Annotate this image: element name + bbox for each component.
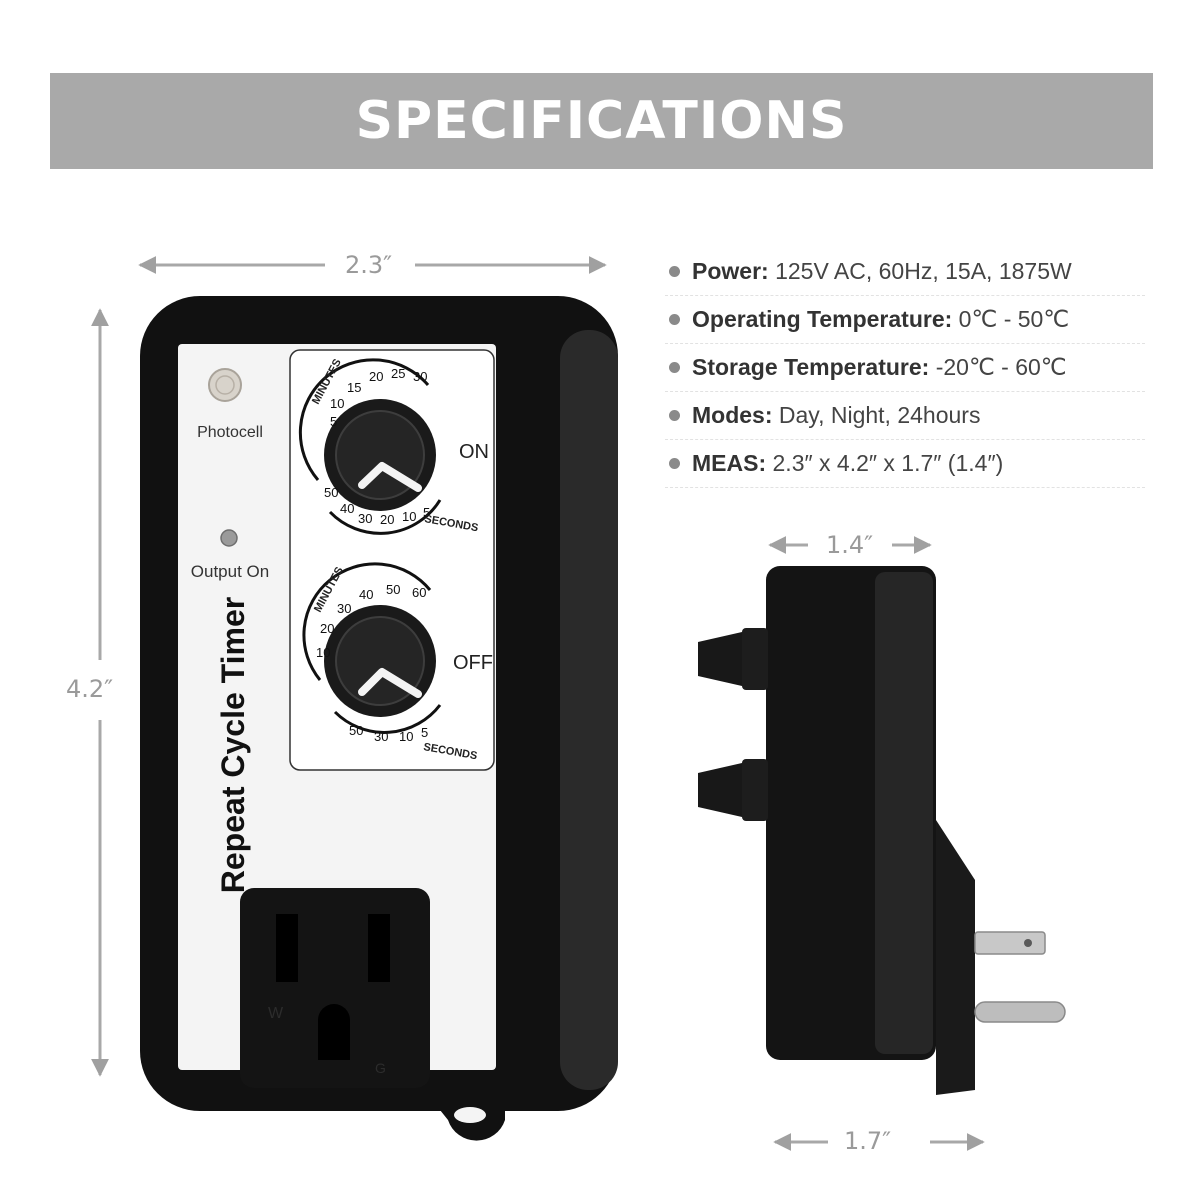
on-second-tick: 40 [340, 501, 354, 516]
spec-label: Operating Temperature: [692, 306, 953, 332]
off-minute-tick: 40 [359, 587, 373, 602]
on-label: ON [459, 441, 489, 463]
spec-row-modes: Modes: Day, Night, 24hours [665, 392, 1145, 440]
on-second-tick: 30 [358, 511, 372, 526]
spec-row-meas: MEAS: 2.3″ x 4.2″ x 1.7″ (1.4″) [665, 440, 1145, 488]
spec-row-operating-temperature: Operating Temperature: 0℃ - 50℃ [665, 296, 1145, 344]
outlet-w-mark: W [268, 1005, 284, 1022]
off-minute-tick: 10 [316, 645, 330, 660]
on-second-tick: 10 [402, 509, 416, 524]
off-second-tick: 30 [374, 729, 388, 744]
on-second-tick: 20 [380, 512, 394, 527]
off-minute-tick: 20 [320, 621, 334, 636]
on-minute-tick: 10 [330, 396, 344, 411]
on-second-tick: 50 [324, 485, 338, 500]
bullet-icon [669, 410, 680, 421]
spec-value: Day, Night, 24hours [772, 402, 981, 428]
on-minute-tick: 25 [391, 366, 405, 381]
spec-label: Modes: [692, 402, 773, 428]
spec-value: 0℃ - 50℃ [952, 306, 1070, 332]
timer-front-view: Photocell Output On Repeat Cycle Timer O… [140, 296, 618, 1141]
on-timer-dial [298, 358, 442, 535]
product-name: Repeat Cycle Timer [215, 597, 251, 893]
spec-label: MEAS: [692, 450, 767, 476]
on-minute-tick: 30 [413, 369, 427, 384]
on-second-tick: 5 [423, 505, 430, 520]
power-outlet [240, 888, 430, 1088]
spec-value: 2.3″ x 4.2″ x 1.7″ (1.4″) [766, 450, 1004, 476]
spec-value: 125V AC, 60Hz, 15A, 1875W [768, 258, 1072, 284]
outlet-g-mark: G [375, 1060, 386, 1076]
off-minute-tick: 60 [412, 585, 426, 600]
off-second-tick: 10 [399, 729, 413, 744]
output-led [220, 529, 238, 547]
front-width-label: 2.3″ [345, 251, 393, 279]
on-minute-tick: 5 [330, 414, 337, 429]
spec-list: Power: 125V AC, 60Hz, 15A, 1875W Operati… [665, 248, 1145, 488]
spec-label: Storage Temperature: [692, 354, 930, 380]
bullet-icon [669, 458, 680, 469]
spec-value: -20℃ - 60℃ [929, 354, 1067, 380]
dimension-arrows [91, 256, 985, 1151]
off-label: OFF [453, 652, 493, 674]
bullet-icon [669, 266, 680, 277]
spec-row-storage-temperature: Storage Temperature: -20℃ - 60℃ [665, 344, 1145, 392]
banner-title: SPECIFICATIONS [355, 91, 848, 151]
off-timer-dial [302, 562, 442, 734]
output-on-label: Output On [191, 562, 269, 581]
on-minute-tick: 15 [347, 380, 361, 395]
off-minute-tick: 50 [386, 582, 400, 597]
off-second-tick: 5 [421, 725, 428, 740]
bullet-icon [669, 314, 680, 325]
bullet-icon [669, 362, 680, 373]
spec-row-power: Power: 125V AC, 60Hz, 15A, 1875W [665, 248, 1145, 296]
off-minute-tick: 30 [337, 601, 351, 616]
on-minute-tick: 20 [369, 369, 383, 384]
photocell-label: Photocell [197, 424, 263, 441]
photocell-sensor [208, 368, 242, 402]
spec-label: Power: [692, 258, 769, 284]
side-top-label: 1.4″ [826, 531, 874, 559]
front-height-label: 4.2″ [66, 675, 114, 703]
specifications-banner: SPECIFICATIONS [50, 73, 1153, 169]
timer-side-view [698, 566, 1066, 1095]
side-bottom-label: 1.7″ [844, 1127, 892, 1155]
off-second-tick: 50 [349, 723, 363, 738]
